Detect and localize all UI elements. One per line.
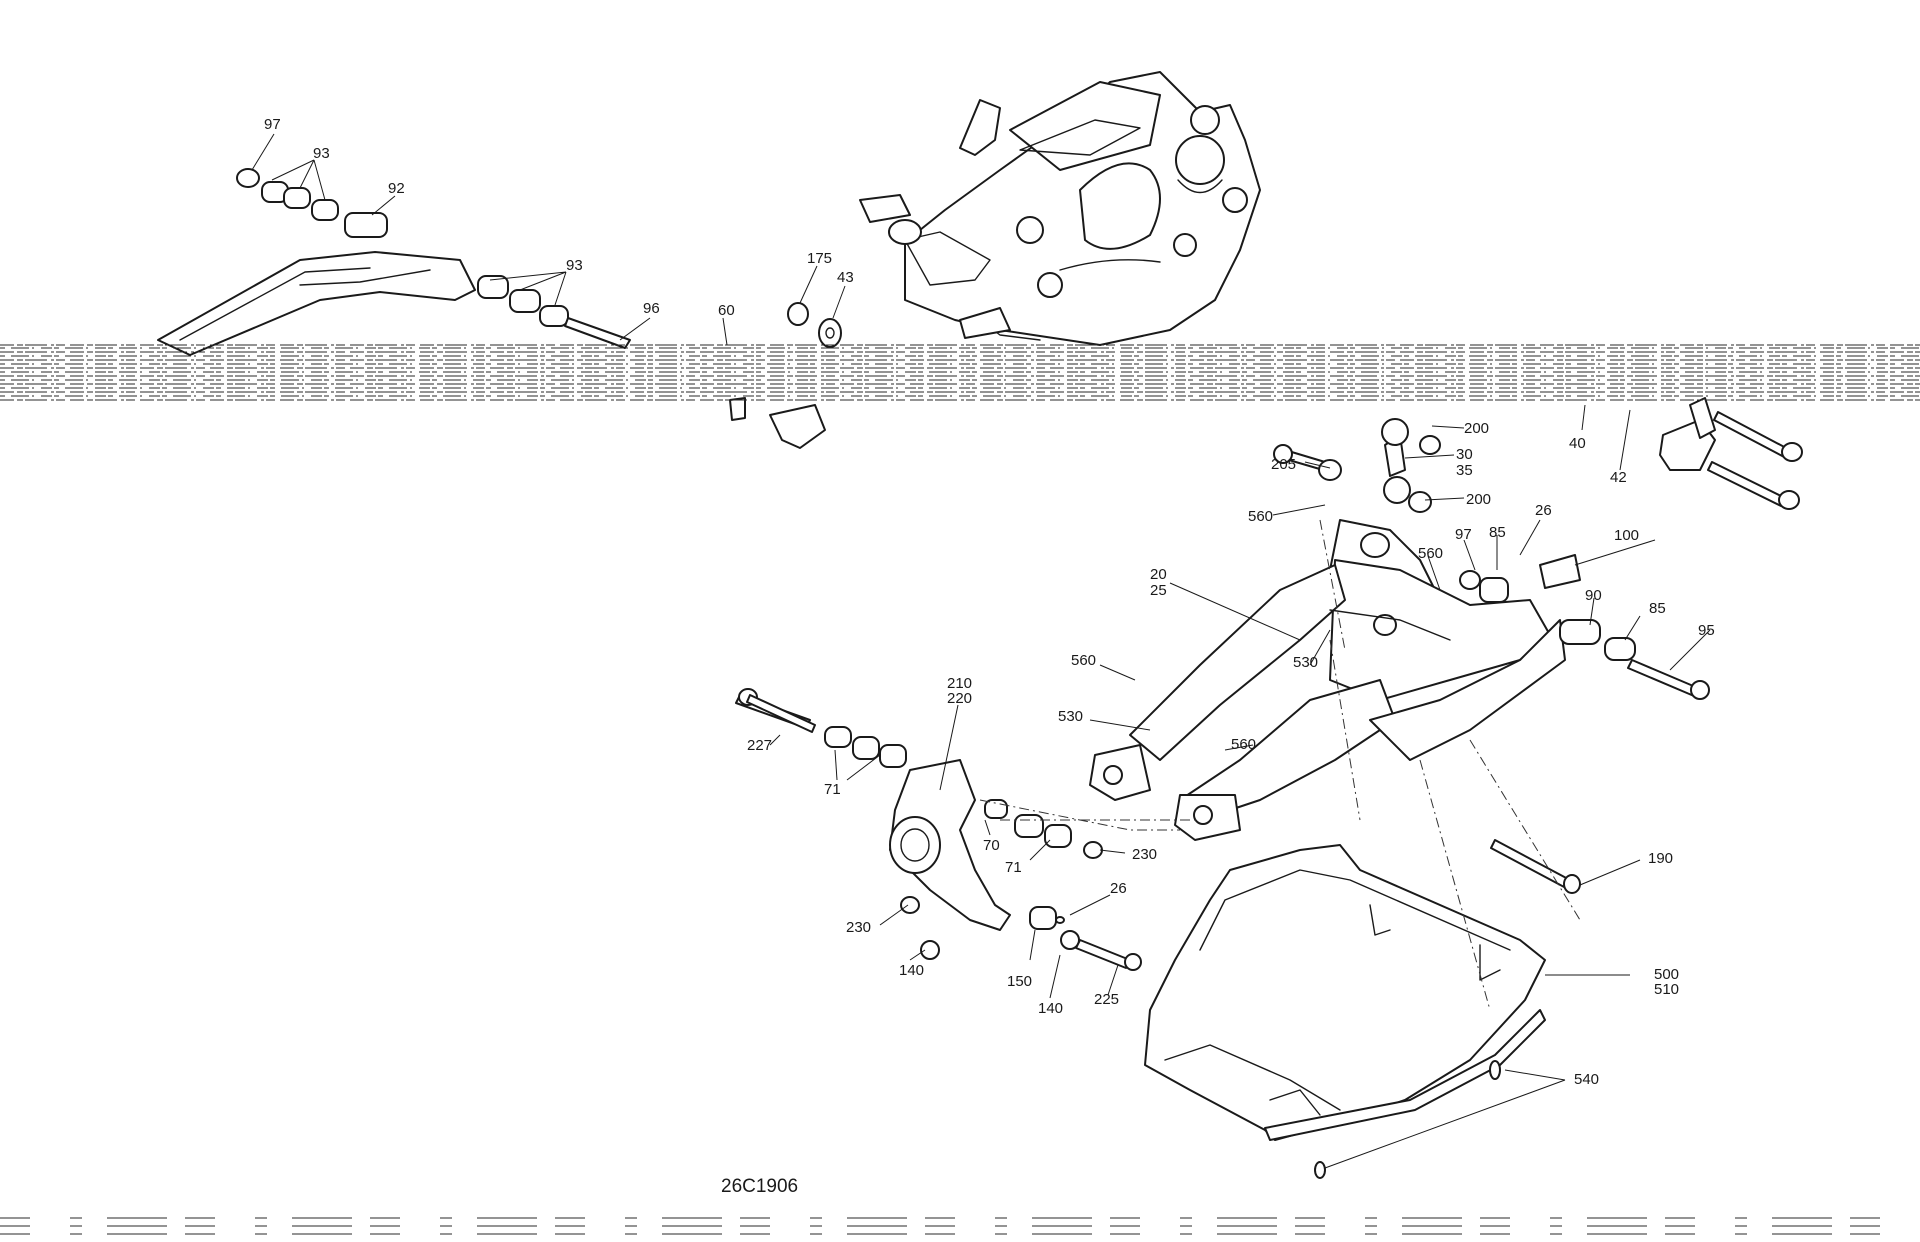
callout-35: 35 <box>1456 462 1473 479</box>
callouts: 97 93 92 93 96 60 175 43 200 30 35 205 2… <box>264 116 1715 1197</box>
leader-lines <box>251 133 1711 1169</box>
link-hardware-right <box>1273 397 1803 513</box>
callout-85-b: 85 <box>1649 600 1666 617</box>
callout-93-b: 93 <box>566 257 583 274</box>
callout-26-a: 26 <box>1535 502 1552 519</box>
callout-70: 70 <box>983 837 1000 854</box>
callout-220: 220 <box>947 690 972 707</box>
callout-225: 225 <box>1094 991 1119 1008</box>
callout-71-a: 71 <box>824 781 841 798</box>
callout-71-b: 71 <box>1005 859 1022 876</box>
callout-90: 90 <box>1585 587 1602 604</box>
callout-510: 510 <box>1654 981 1679 998</box>
callout-205: 205 <box>1271 456 1296 473</box>
callout-200-a: 200 <box>1464 420 1489 437</box>
callout-150: 150 <box>1007 973 1032 990</box>
callout-26-b: 26 <box>1110 880 1127 897</box>
callout-93-a: 93 <box>313 145 330 162</box>
callout-560-d: 560 <box>1231 736 1256 753</box>
callout-92: 92 <box>388 180 405 197</box>
callout-190: 190 <box>1648 850 1673 867</box>
callout-530-b: 530 <box>1058 708 1083 725</box>
callout-43: 43 <box>837 269 854 286</box>
callout-227: 227 <box>747 737 772 754</box>
long-bolts <box>746 694 1581 894</box>
upper-left-arm-assembly <box>157 168 631 356</box>
callout-230-a: 230 <box>1132 846 1157 863</box>
scan-artifact-bottom <box>0 1217 1920 1235</box>
callout-540: 540 <box>1574 1071 1599 1088</box>
callout-200-b: 200 <box>1466 491 1491 508</box>
lower-a-arm-assembly <box>1089 519 1566 841</box>
frame-assembly <box>859 71 1261 346</box>
callout-560-a: 560 <box>1248 508 1273 525</box>
callout-30: 30 <box>1456 446 1473 463</box>
diagram-id: 26C1906 <box>721 1176 798 1197</box>
callout-97-a: 97 <box>264 116 281 133</box>
callout-140-b: 140 <box>1038 1000 1063 1017</box>
knuckle-assembly <box>735 688 1142 971</box>
callout-500: 500 <box>1654 966 1679 983</box>
callout-60: 60 <box>718 302 735 319</box>
callout-210: 210 <box>947 675 972 692</box>
assembly-centerlines <box>979 519 1581 1011</box>
callout-95: 95 <box>1698 622 1715 639</box>
callout-25: 25 <box>1150 582 1167 599</box>
callout-20: 20 <box>1150 566 1167 583</box>
callout-85-a: 85 <box>1489 524 1506 541</box>
callout-42: 42 <box>1610 469 1627 486</box>
callout-96: 96 <box>643 300 660 317</box>
callout-530-a: 530 <box>1293 654 1318 671</box>
callout-97-b: 97 <box>1455 526 1472 543</box>
callout-560-b: 560 <box>1418 545 1443 562</box>
callout-140-a: 140 <box>899 962 924 979</box>
scan-artifact-band <box>0 344 1920 401</box>
callout-560-c: 560 <box>1071 652 1096 669</box>
skid-plate-assembly <box>1144 844 1546 1179</box>
callout-175: 175 <box>807 250 832 267</box>
bushing-hardware-right <box>1459 554 1710 700</box>
callout-100: 100 <box>1614 527 1639 544</box>
callout-230-b: 230 <box>846 919 871 936</box>
callout-40: 40 <box>1569 435 1586 452</box>
small-hardware-top <box>729 302 1011 449</box>
